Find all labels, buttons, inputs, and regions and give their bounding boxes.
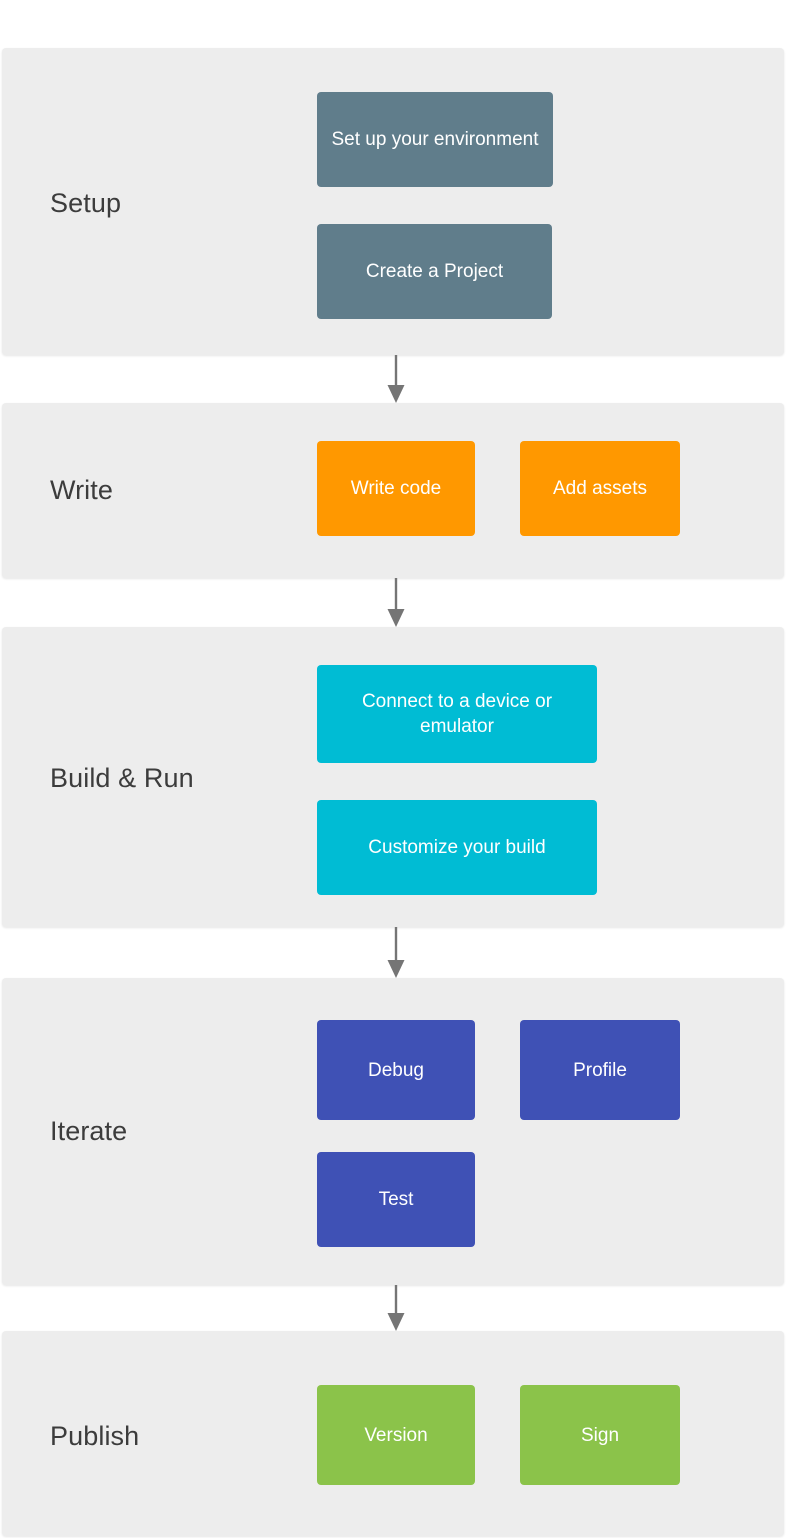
stage-label-write: Write xyxy=(50,475,114,505)
stage-label-publish: Publish xyxy=(50,1421,140,1451)
node-version[interactable]: Version xyxy=(317,1385,475,1485)
node-test[interactable]: Test xyxy=(317,1152,475,1247)
node-connect-to-a-device-or-emulator[interactable]: Connect to a device or emulator xyxy=(317,665,597,763)
node-create-a-project[interactable]: Create a Project xyxy=(317,224,552,319)
arrow-build-run-to-iterate-icon xyxy=(386,927,406,978)
node-sign[interactable]: Sign xyxy=(520,1385,680,1485)
node-set-up-your-environment[interactable]: Set up your environment xyxy=(317,92,553,187)
stage-label-iterate: Iterate xyxy=(50,1116,128,1146)
node-profile[interactable]: Profile xyxy=(520,1020,680,1120)
node-add-assets[interactable]: Add assets xyxy=(520,441,680,536)
arrow-setup-to-write-icon xyxy=(386,355,406,403)
stage-label-build-run: Build & Run xyxy=(50,763,194,793)
arrow-write-to-build-run-icon xyxy=(386,578,406,627)
node-debug[interactable]: Debug xyxy=(317,1020,475,1120)
node-customize-your-build[interactable]: Customize your build xyxy=(317,800,597,895)
node-write-code[interactable]: Write code xyxy=(317,441,475,536)
arrow-iterate-to-publish-icon xyxy=(386,1285,406,1331)
stage-label-setup: Setup xyxy=(50,188,122,218)
